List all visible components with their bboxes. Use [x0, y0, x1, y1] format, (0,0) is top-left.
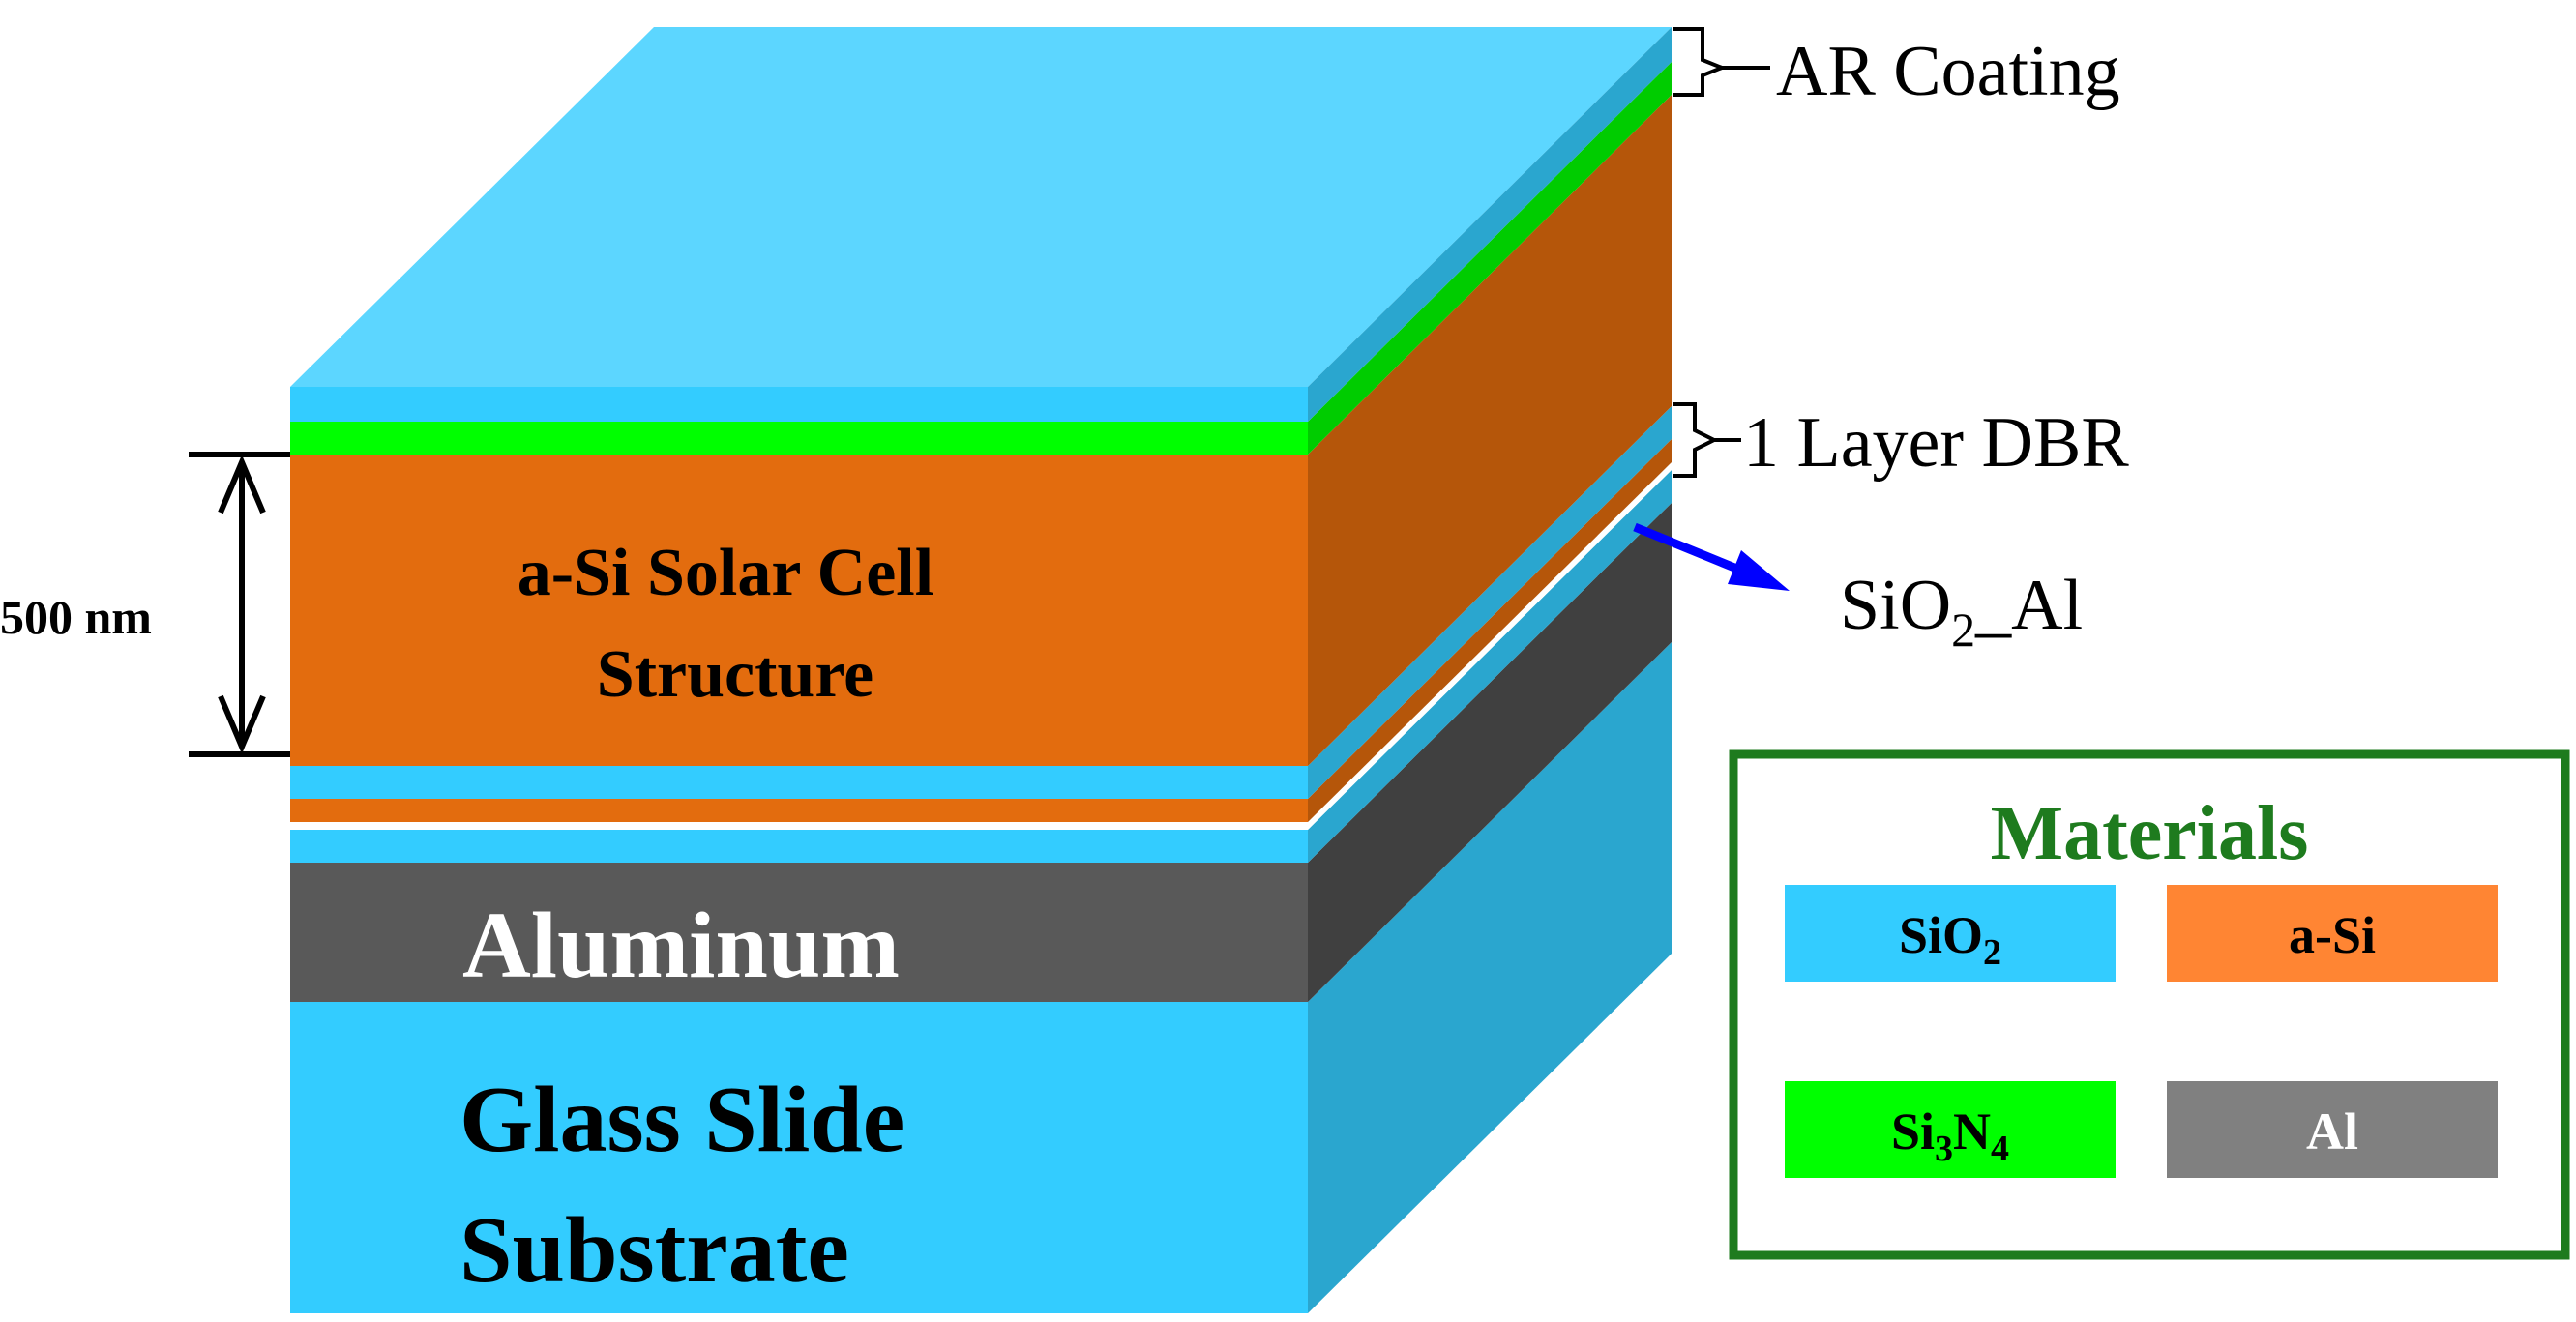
legend-si3n4-sub3: 3	[1935, 1129, 1953, 1169]
asi-cell-front	[290, 455, 1308, 766]
legend-title: Materials	[1991, 791, 2309, 876]
sio2-al-main: SiO	[1840, 566, 1951, 645]
legend-label-sio2: SiO2	[1899, 906, 2001, 973]
glass-substrate-side	[1308, 642, 1672, 1313]
legend-si3n4-n: N	[1953, 1102, 1991, 1160]
legend-si3n4-sub4: 4	[1991, 1129, 2009, 1169]
legend-sio2-main: SiO	[1899, 906, 1983, 964]
glass-label-line1: Glass Slide	[459, 1068, 904, 1172]
sio2-al-label: SiO2_Al	[1840, 566, 2083, 657]
legend-si3n4-si: Si	[1891, 1102, 1935, 1160]
separator-line	[290, 822, 1308, 830]
dbr-sio2-side	[1308, 406, 1672, 799]
sio2-al-tail: _Al	[1974, 566, 2083, 645]
legend-label-al: Al	[2306, 1102, 2358, 1160]
dimension-arrowhead-top	[218, 455, 266, 514]
ar-sio2-front	[290, 387, 1308, 422]
legend-label-si3n4: Si3N4	[1891, 1102, 2009, 1169]
separator-line-side	[1308, 462, 1672, 830]
dbr-sio2-front	[290, 766, 1308, 799]
asi-cell-side	[1308, 95, 1672, 766]
thickness-label: 500 nm	[0, 590, 152, 644]
ar-coating-label: AR Coating	[1776, 32, 2120, 111]
dimension-arrowhead-bottom	[218, 694, 266, 754]
cell-label-line2: Structure	[597, 637, 873, 712]
ar-coating-bracket	[1673, 27, 1728, 97]
glass-substrate-front	[290, 1002, 1308, 1313]
legend-swatch-sio2	[1785, 885, 2116, 982]
sio2-bottom-side	[1308, 470, 1672, 863]
dbr-asi-front	[290, 799, 1308, 822]
aluminum-front	[290, 863, 1308, 1002]
top-face-sio2	[290, 27, 1672, 387]
ar-sio2-side	[1308, 27, 1672, 422]
legend-sio2-sub: 2	[1983, 932, 2001, 973]
legend-swatch-si3n4	[1785, 1081, 2116, 1178]
legend-label-asi: a-Si	[2289, 906, 2376, 964]
legend-swatch-asi	[2167, 885, 2498, 982]
legend-swatch-al	[2167, 1081, 2498, 1178]
sio2-al-arrow-head	[1728, 550, 1790, 591]
dbr-label: 1 Layer DBR	[1743, 403, 2129, 483]
cell-label-line1: a-Si Solar Cell	[518, 536, 933, 610]
si3n4-front	[290, 422, 1308, 455]
glass-label-line2: Substrate	[459, 1198, 849, 1303]
sio2-bottom-front	[290, 830, 1308, 863]
aluminum-side	[1308, 503, 1672, 1002]
aluminum-label: Aluminum	[462, 894, 900, 998]
dbr-asi-side	[1308, 439, 1672, 822]
si3n4-side	[1308, 62, 1672, 455]
dbr-bracket	[1673, 402, 1719, 478]
sio2-al-subscript: 2	[1951, 602, 1975, 657]
